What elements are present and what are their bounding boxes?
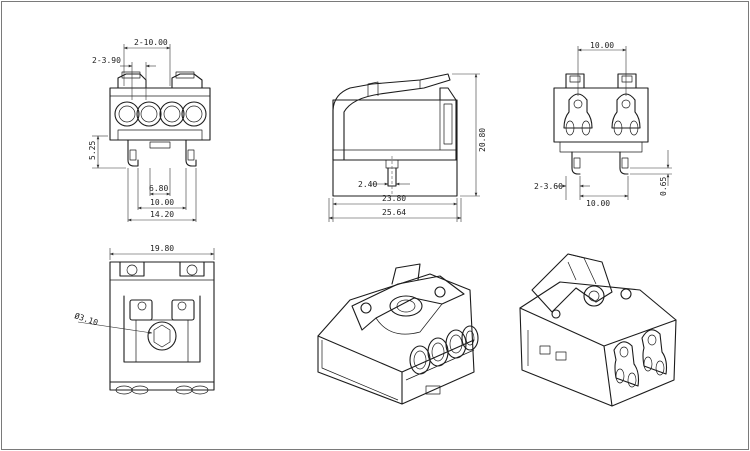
rear-view: 10.00 2-3.60 10.00 0.65 (534, 41, 672, 208)
dim-height: 20.80 (478, 128, 487, 152)
dim-pin-step: 0.65 (659, 177, 668, 196)
wire-holes (114, 101, 207, 127)
dim-screw-dia: Ø3.10 (73, 310, 99, 327)
dim-overall-width: 14.20 (150, 210, 174, 219)
dim-pin-offset: 2.40 (358, 180, 377, 189)
screw-head (147, 321, 177, 351)
dim-body-length: 23.80 (382, 194, 406, 203)
iso-key-slots (613, 329, 668, 388)
isometric-view-front (317, 263, 479, 405)
side-view: 20.80 2.40 23.80 25.64 (328, 73, 487, 222)
dim-bottom-width: 19.80 (150, 244, 174, 253)
isometric-view-rear (519, 253, 677, 407)
bottom-view: 19.80 Ø3.10 (73, 244, 215, 395)
dim-pitch-pair: 2-10.00 (134, 38, 168, 47)
dim-bottom-pitch: 10.00 (586, 199, 610, 208)
dim-top-pitch: 10.00 (590, 41, 614, 50)
iso-wire-holes (409, 325, 479, 375)
dim-pin-outer: 10.00 (150, 198, 174, 207)
dim-pin-dia: 2-3.60 (534, 182, 563, 191)
dim-pin-spacing: 6.80 (149, 184, 168, 193)
dim-height-body: 5.25 (88, 141, 97, 160)
dim-wire-hole: 2-3.90 (92, 56, 121, 65)
front-view: 2-10.00 2-3.90 5.25 6.80 10.00 14.20 (88, 38, 211, 222)
dim-overall-length: 25.64 (382, 208, 406, 217)
key-slots (563, 93, 641, 136)
